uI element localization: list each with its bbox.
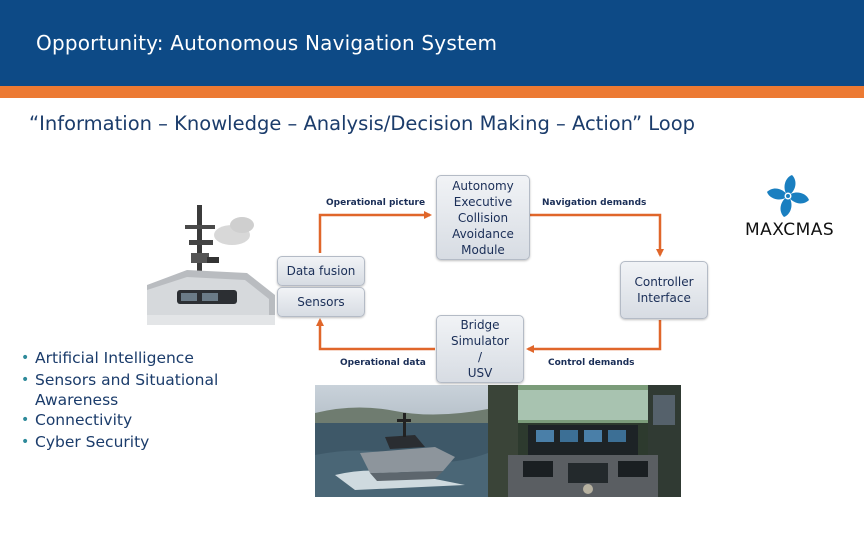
node-label: Controller <box>634 275 694 289</box>
usv-photo <box>315 385 488 497</box>
logo-text: MAXCMAS <box>745 220 835 240</box>
bridge-simulator-box: Bridge Simulator / USV <box>436 315 524 383</box>
list-item-text-continued: Awareness <box>35 391 119 409</box>
header-bar: Opportunity: Autonomous Navigation Syste… <box>0 0 864 86</box>
list-item-text: Sensors and Situational <box>35 371 219 389</box>
node-label: Simulator <box>451 334 509 348</box>
loop-arrows <box>316 211 664 353</box>
sensors-box: Sensors <box>277 287 365 317</box>
node-label: Module <box>461 242 505 257</box>
list-item-text: Connectivity <box>35 411 133 429</box>
accent-bar <box>0 86 864 98</box>
node-label: Executive <box>453 194 513 209</box>
data-fusion-box: Data fusion <box>277 256 365 286</box>
edge-label-operational-data: Operational data <box>340 358 426 368</box>
propeller-icon <box>767 175 809 217</box>
list-item: Connectivity <box>20 409 255 431</box>
list-item-text: Artificial Intelligence <box>35 349 194 367</box>
ship-mast-photo <box>147 195 275 325</box>
maxcmas-logo: MAXCMAS <box>745 172 835 242</box>
list-item-text: Cyber Security <box>35 433 150 451</box>
capability-list: Artificial Intelligence Sensors and Situ… <box>20 347 255 453</box>
edge-label-control-demands: Control demands <box>548 358 635 368</box>
node-label: Autonomy <box>452 178 514 193</box>
node-label: Collision <box>457 210 509 225</box>
slide-title: Opportunity: Autonomous Navigation Syste… <box>36 31 498 55</box>
autonomy-executive-box: Autonomy Executive Collision Avoidance M… <box>436 175 530 260</box>
node-label: Avoidance <box>452 226 514 241</box>
edge-label-navigation-demands: Navigation demands <box>542 198 647 208</box>
controller-interface-box: Controller Interface <box>620 261 708 319</box>
node-label: Sensors <box>297 295 345 309</box>
node-label: Interface <box>637 291 691 305</box>
bridge-simulator-photo <box>488 385 681 497</box>
list-item: Artificial Intelligence <box>20 347 255 369</box>
node-label: / <box>477 350 483 364</box>
control-loop-diagram: Autonomy Executive Collision Avoidance M… <box>270 170 720 385</box>
node-label: Bridge <box>460 318 500 332</box>
node-label: Data fusion <box>286 264 356 278</box>
edge-label-operational-picture: Operational picture <box>326 198 426 208</box>
node-label: USV <box>467 366 493 380</box>
slide-subtitle: “Information – Knowledge – Analysis/Deci… <box>29 112 696 135</box>
list-item: Cyber Security <box>20 431 255 453</box>
